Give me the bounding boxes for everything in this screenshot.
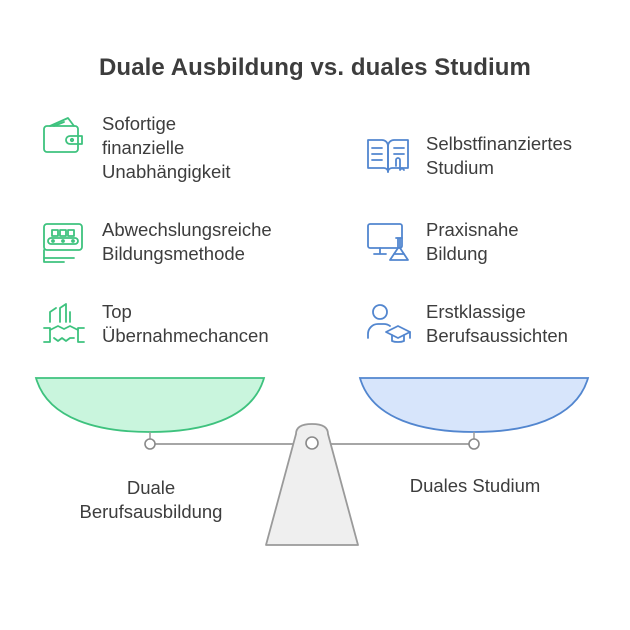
- right-item-label: Praxisnahe Bildung: [426, 219, 519, 264]
- left-pan: [34, 377, 266, 433]
- scale-fulcrum: [265, 423, 359, 546]
- fulcrum-pivot: [305, 436, 319, 450]
- right-side-label: Duales Studium: [409, 475, 541, 496]
- diagram-title: Duale Ausbildung vs. duales Studium: [99, 54, 531, 81]
- left-beam-joint: [144, 438, 156, 450]
- left-item-label: Abwechslungsreiche Bildungsmethode: [102, 219, 272, 264]
- left-item-varied-education: Abwechslungsreiche Bildungsmethode: [40, 218, 272, 266]
- left-item-financial-independence: Sofortige finanzielle Unabhängigkeit: [40, 112, 231, 184]
- graduate-cap-icon: [364, 300, 412, 348]
- wallet-money-icon: [40, 112, 88, 160]
- left-item-label: Sofortige finanzielle Unabhängigkeit: [102, 113, 231, 182]
- left-side-label: Duale Berufsausbildung: [79, 477, 223, 522]
- right-item-career-prospects: Erstklassige Berufsaussichten: [364, 300, 568, 348]
- right-item-label: Erstklassige Berufsaussichten: [426, 301, 568, 346]
- left-item-takeover-chances: Top Übernahmechancen: [40, 300, 269, 348]
- monitor-flask-icon: [364, 218, 412, 266]
- right-pan: [358, 377, 590, 433]
- handshake-growth-icon: [40, 300, 88, 348]
- right-item-self-financed: Selbstfinanziertes Studium: [364, 132, 572, 180]
- book-reading-icon: [364, 132, 412, 180]
- conveyor-belt-icon: [40, 218, 88, 266]
- right-beam-joint: [468, 438, 480, 450]
- right-item-practical-education: Praxisnahe Bildung: [364, 218, 519, 266]
- right-item-label: Selbstfinanziertes Studium: [426, 133, 573, 178]
- left-item-label: Top Übernahmechancen: [102, 301, 269, 346]
